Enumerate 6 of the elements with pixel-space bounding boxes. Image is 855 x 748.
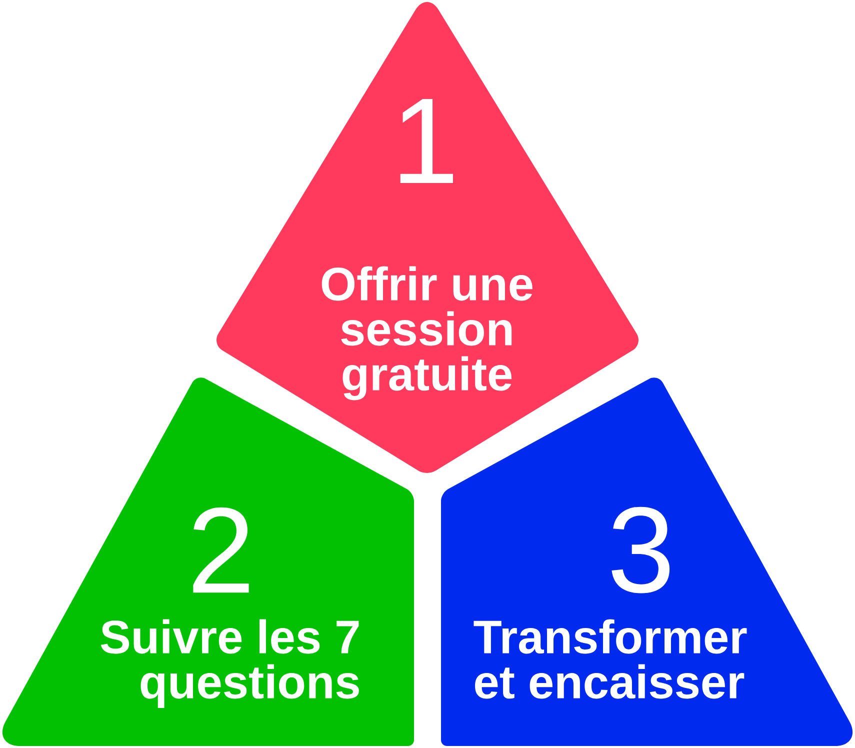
step-label: Offrir une session gratuite [322, 266, 532, 400]
step-number: 1 [400, 99, 453, 183]
step-number: 2 [193, 507, 249, 593]
step-number: 3 [612, 506, 670, 594]
step-label: Transformer et encaisser [474, 619, 747, 699]
step-label: Suivre les 7 questions [100, 619, 359, 708]
